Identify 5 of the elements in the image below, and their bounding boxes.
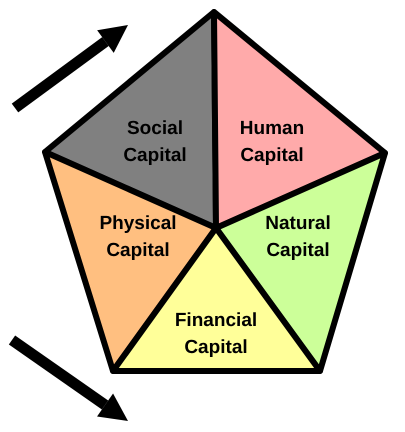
segment-label: Natural Capital [264,212,332,263]
segment-label: Financial Capital [174,309,258,360]
segment-label: Physical Capital [98,212,178,263]
segment-label: Social Capital [122,117,188,168]
segment-label: Human Capital [238,117,306,168]
